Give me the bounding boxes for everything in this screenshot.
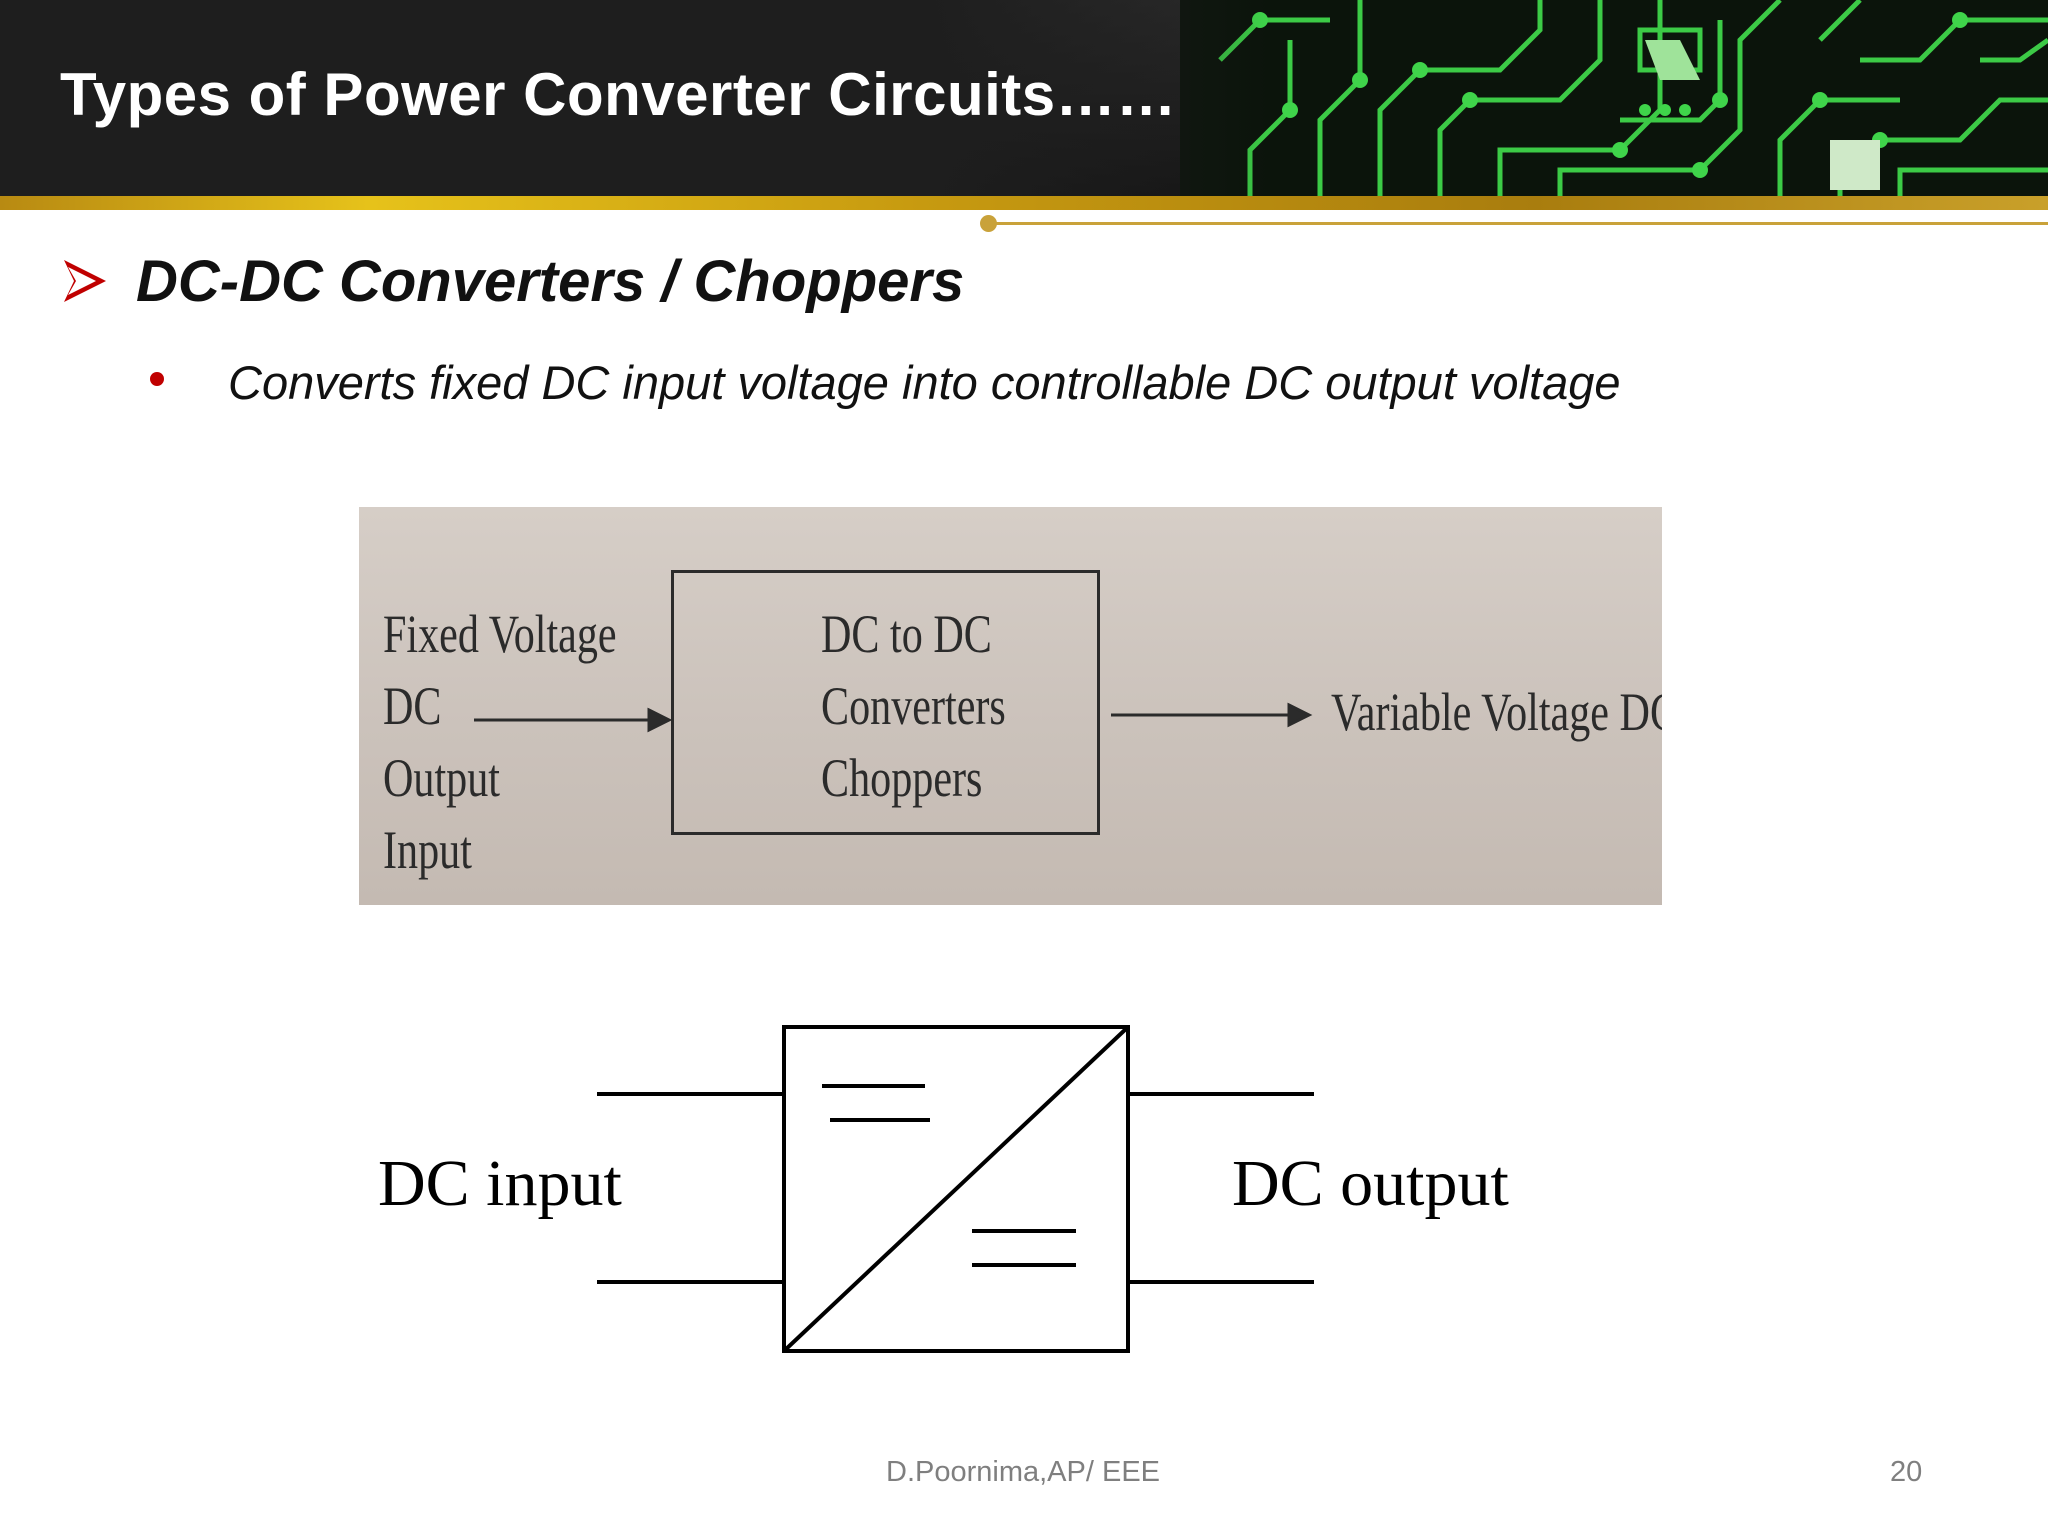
- circuit-board-graphic: [0, 0, 2048, 198]
- photo-input-line-1: Fixed Voltage: [383, 604, 617, 664]
- converter-box: [782, 1025, 1130, 1353]
- arrow-bullet-icon: [64, 260, 106, 302]
- dc-output-label: DC output: [1232, 1147, 1509, 1220]
- photo-converter-box: [671, 570, 1100, 835]
- gold-divider-line: [990, 222, 2048, 225]
- converter-diagonal: [782, 1025, 1130, 1353]
- page-number: 20: [1890, 1456, 1923, 1488]
- footer-author: D.Poornima,AP/ EEE: [886, 1456, 1160, 1488]
- gold-band: [0, 196, 2048, 210]
- photo-box-line-3: Choppers: [821, 748, 983, 808]
- slide-title: Types of Power Converter Circuits……: [60, 61, 1177, 128]
- gold-divider-dot: [980, 215, 997, 232]
- photo-input-line-4: Input: [383, 820, 472, 880]
- photo-input-line-2: DC: [383, 676, 442, 736]
- photo-output-arrowhead: [1287, 702, 1313, 728]
- heading-text: DC-DC Converters / Choppers: [136, 248, 965, 314]
- bullet-text: Converts fixed DC input voltage into con…: [228, 355, 1621, 409]
- block-diagram-photo: Fixed Voltage DC Output Input DC to DC C…: [359, 507, 1662, 905]
- photo-box-line-2: Converters: [821, 676, 1006, 736]
- photo-output-label: Variable Voltage DC: [1331, 682, 1662, 742]
- photo-box-line-1: DC to DC: [821, 604, 992, 664]
- dc-input-label: DC input: [378, 1147, 622, 1220]
- photo-input-arrowhead: [647, 707, 673, 733]
- photo-input-line-3: Output: [383, 748, 501, 808]
- bullet-dot-icon: [150, 372, 164, 386]
- slide-header: Types of Power Converter Circuits……: [0, 0, 2048, 198]
- photo-arrows: [474, 702, 1313, 733]
- section-heading: DC-DC Converters / Choppers: [62, 246, 964, 316]
- bullet-item: Converts fixed DC input voltage into con…: [150, 352, 1621, 412]
